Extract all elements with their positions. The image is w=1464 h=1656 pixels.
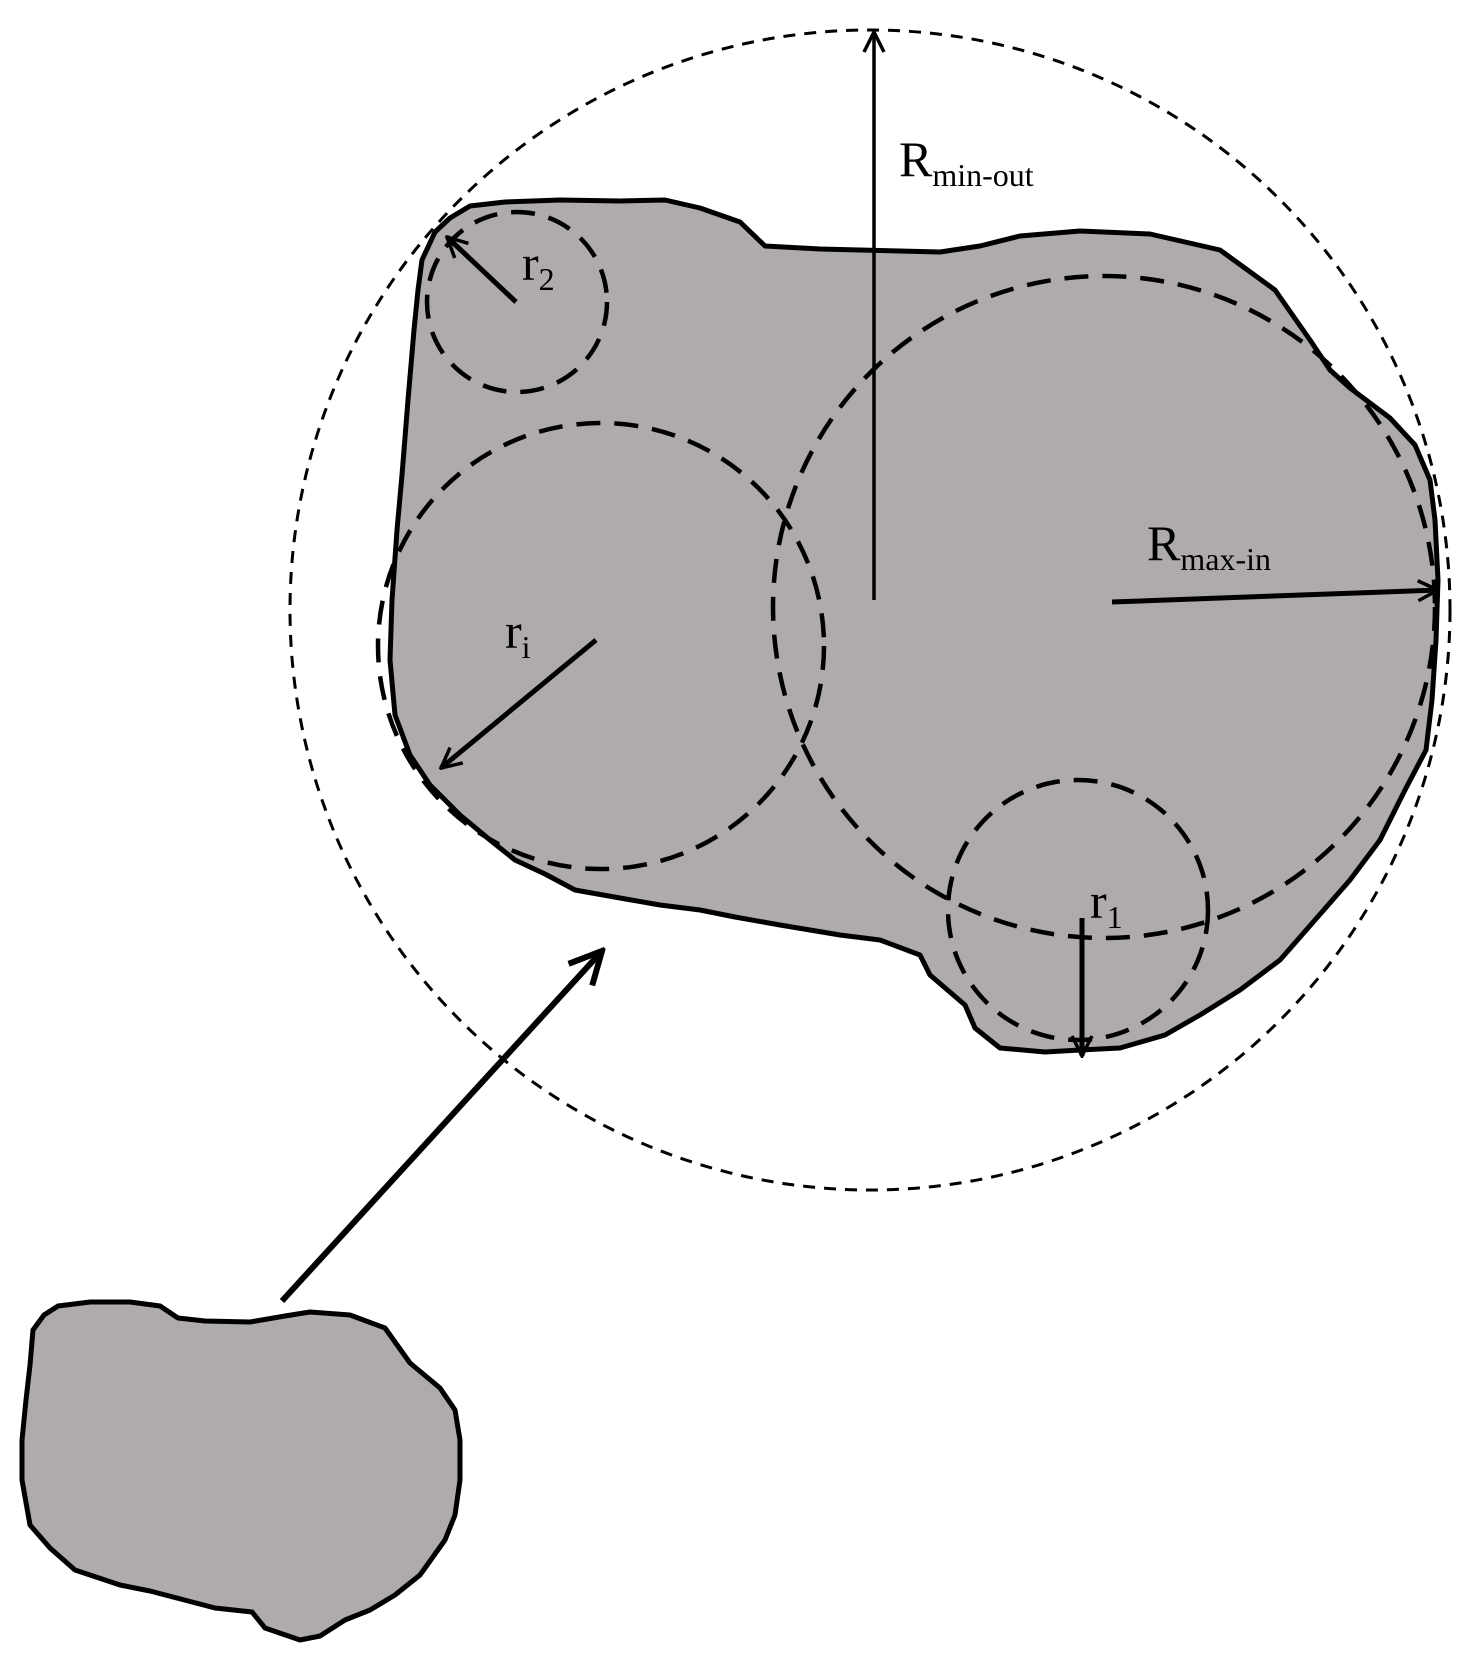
label-r1: r1	[1090, 873, 1123, 935]
label-ri: ri	[505, 603, 531, 665]
original-particle	[19, 1299, 463, 1643]
label-r-max-in: Rmax-in	[1147, 515, 1271, 577]
max-inscribed-circle	[770, 273, 1438, 941]
magnification-arrow	[279, 951, 602, 1304]
inscribed-circle-r2	[424, 209, 610, 395]
inscribed-circle-ri	[375, 420, 827, 872]
label-r2: r2	[522, 235, 555, 297]
r2-arrow	[447, 237, 518, 304]
ri-arrow	[441, 638, 598, 768]
r-max-in-arrow	[1111, 590, 1438, 605]
label-r-min-out: Rmin-out	[899, 131, 1034, 193]
enlarged-particle	[387, 197, 1441, 1055]
